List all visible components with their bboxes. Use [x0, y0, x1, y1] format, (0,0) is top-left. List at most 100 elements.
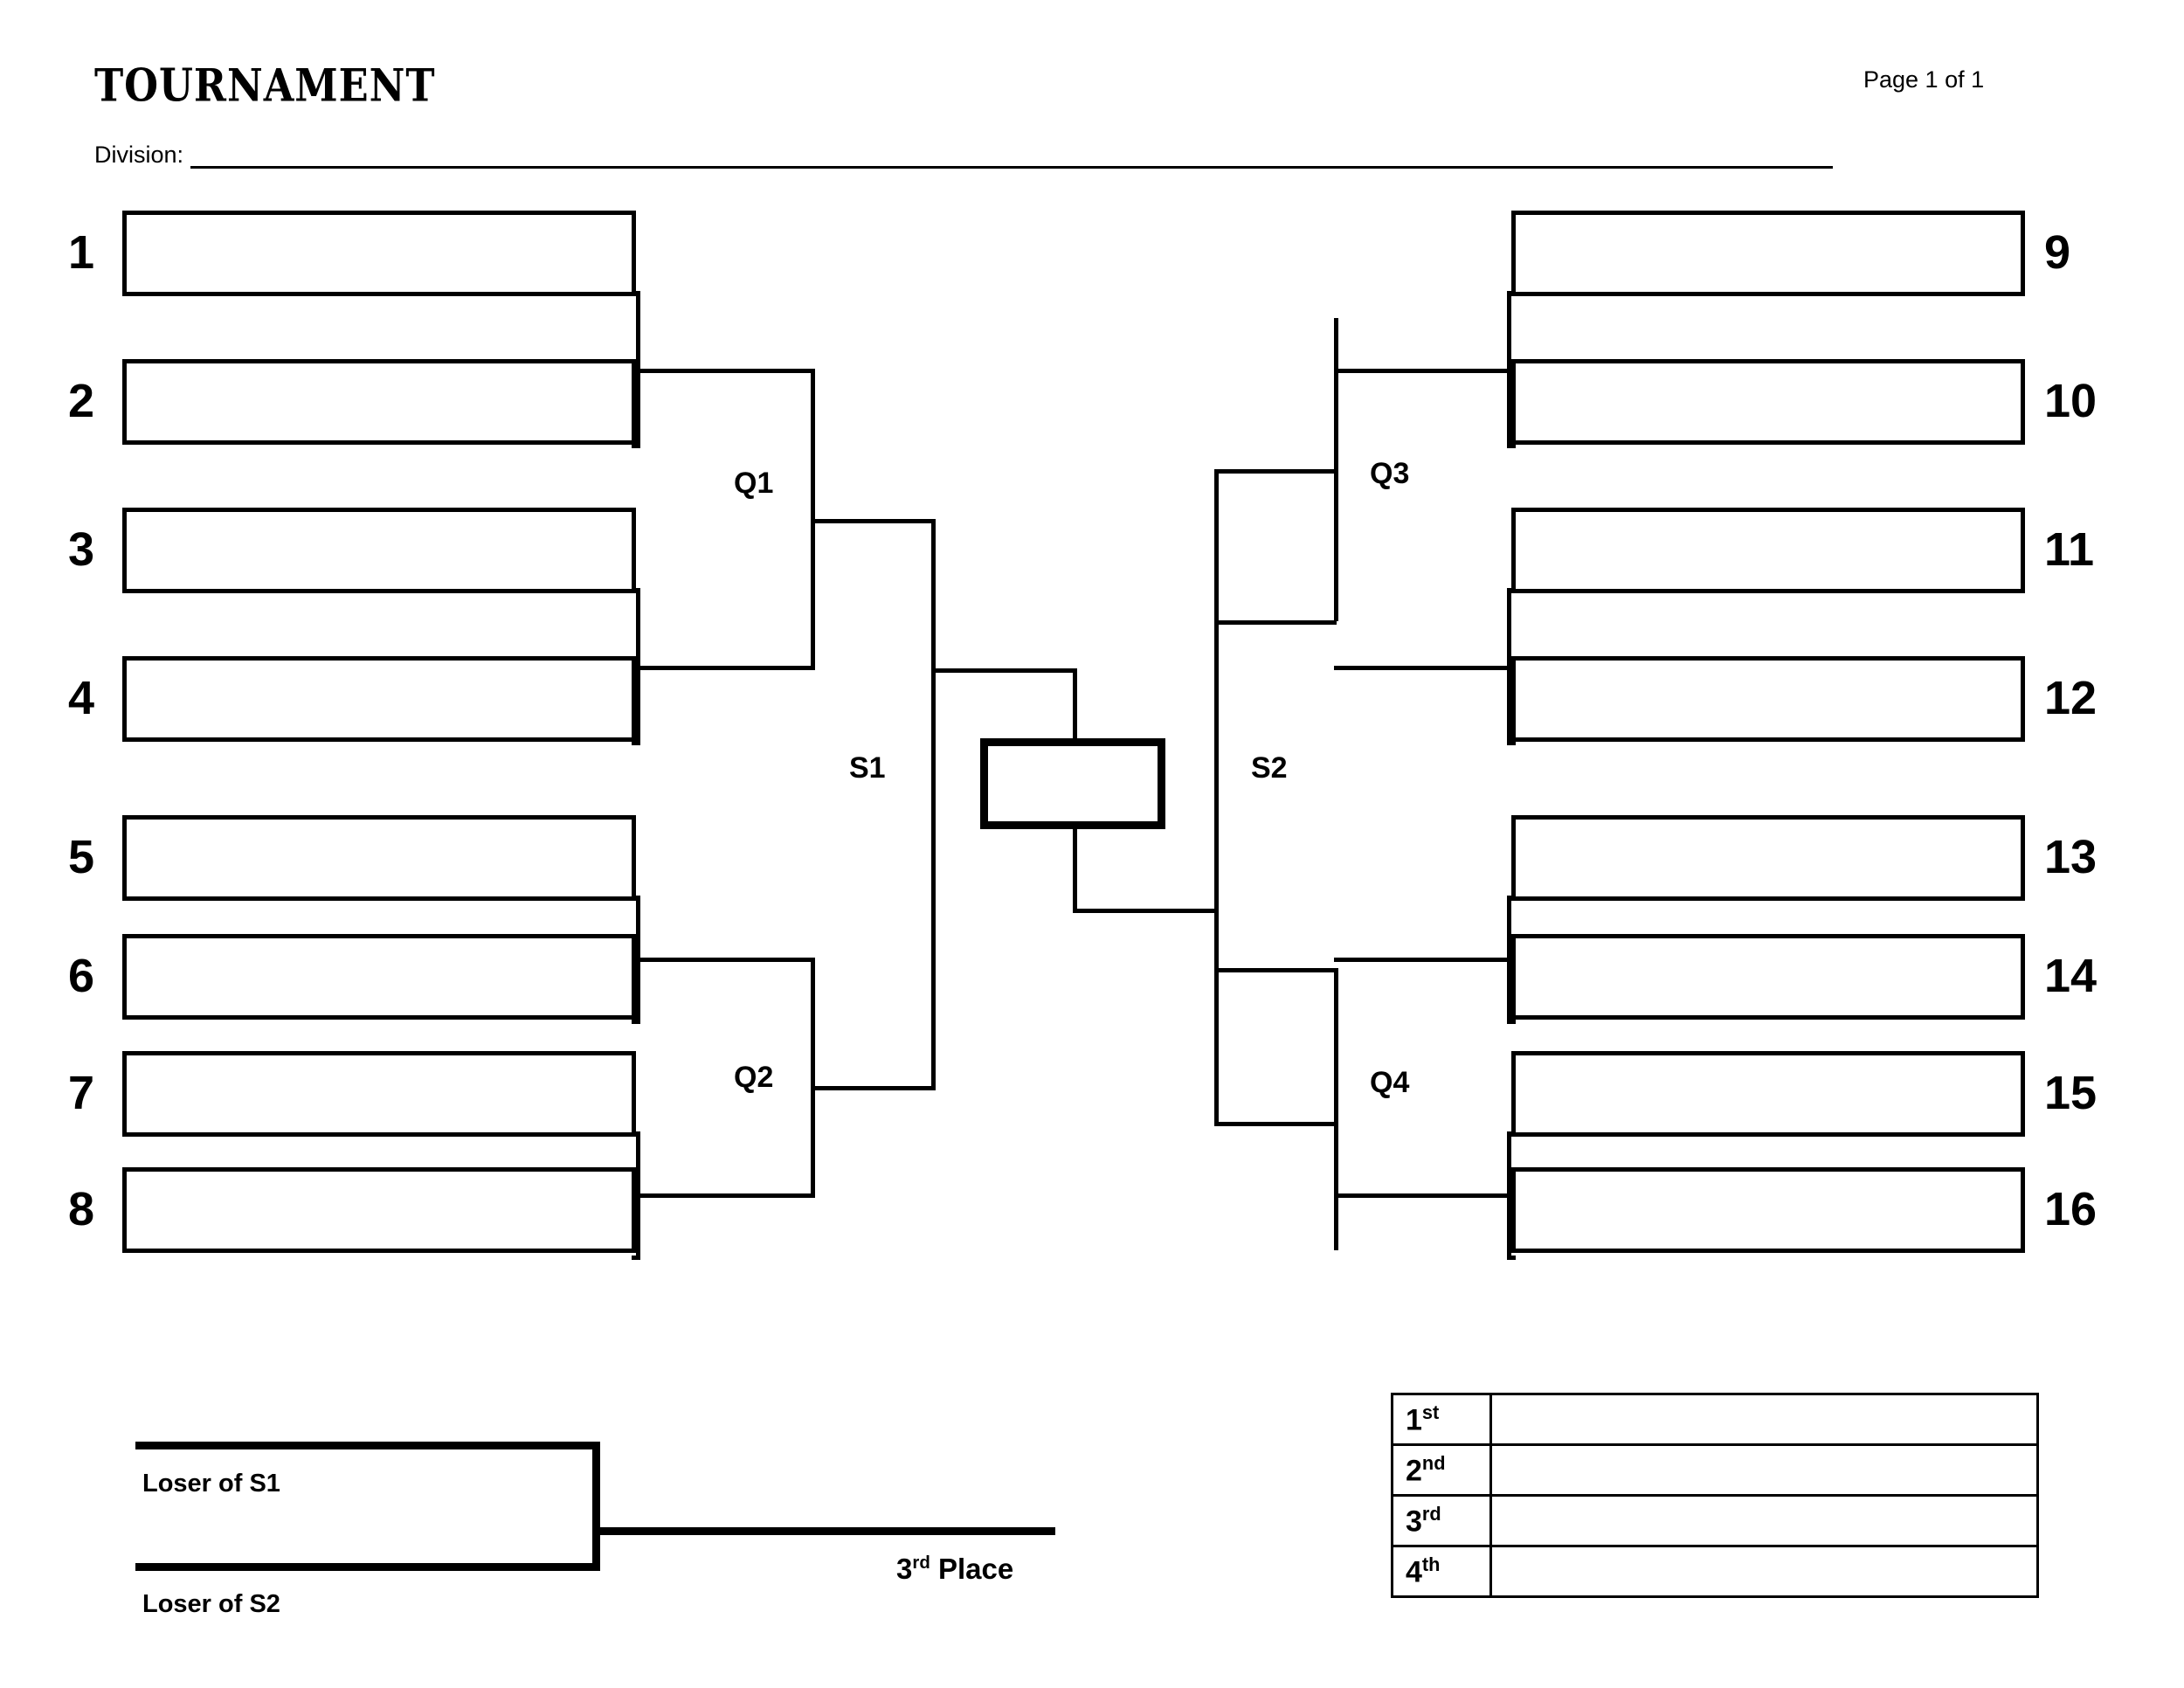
round-label-s1: S1 [849, 751, 886, 785]
connector-pair-7-8-out [636, 1193, 815, 1198]
slot-box-left-7[interactable] [122, 1051, 636, 1137]
seed-number-8: 8 [67, 1183, 95, 1235]
slot-box-right-15[interactable] [1511, 1051, 2025, 1137]
placement-rank-2-number: 2 [1406, 1454, 1422, 1488]
connector-q2-out [811, 1086, 936, 1090]
round-label-s2: S2 [1251, 751, 1288, 785]
consolation-top-label: Loser of S1 [142, 1470, 280, 1498]
placement-rank-1: 1st [1391, 1393, 1492, 1446]
seed-number-14: 14 [2044, 950, 2098, 1002]
third-place-number: 3 [896, 1553, 913, 1585]
slot-box-right-12[interactable] [1511, 656, 2025, 742]
placement-value-3[interactable] [1489, 1494, 2039, 1547]
consolation-top-line [135, 1442, 598, 1449]
table-row: 3rd [1391, 1494, 2039, 1547]
placement-rank-1-suffix: st [1421, 1401, 1440, 1423]
connector-pair-11-12-stub-bottom [1507, 741, 1516, 745]
connector-pair-7-8-stub-top [632, 1131, 640, 1136]
table-row: 4th [1391, 1545, 2039, 1598]
slot-box-right-13[interactable] [1511, 815, 2025, 901]
placement-rank-2-suffix: nd [1421, 1451, 1446, 1474]
third-place-label: 3rd Place [896, 1553, 1014, 1585]
third-place-suffix: rd [912, 1553, 930, 1573]
connector-pair-9-10-out [1334, 369, 1511, 373]
seed-number-16: 16 [2044, 1183, 2098, 1235]
slot-box-right-9[interactable] [1511, 211, 2025, 296]
third-place-text: Place [930, 1553, 1014, 1585]
connector-q4-in [1214, 1122, 1337, 1126]
connector-s1-out [931, 668, 1076, 673]
slot-box-left-6[interactable] [122, 934, 636, 1020]
round-label-q3: Q3 [1370, 457, 1410, 490]
slot-box-left-5[interactable] [122, 815, 636, 901]
placement-rank-4: 4th [1391, 1545, 1492, 1598]
connector-pair-1-2-out [636, 369, 815, 373]
page-title: TOURNAMENT [94, 59, 436, 112]
slot-box-left-1[interactable] [122, 211, 636, 296]
round-label-q1: Q1 [734, 467, 774, 500]
champion-box[interactable] [980, 738, 1165, 829]
table-row: 1st [1391, 1393, 2039, 1446]
consolation-join-vertical [592, 1442, 600, 1571]
placement-rank-4-number: 4 [1406, 1555, 1422, 1589]
connector-q3-low [1214, 620, 1337, 625]
connector-s2-vertical [1214, 469, 1219, 1122]
seed-number-6: 6 [67, 950, 95, 1002]
connector-pair-3-4-stub-bottom [632, 741, 640, 745]
connector-q2-vertical [811, 958, 815, 1198]
connector-pair-15-16-out [1334, 1193, 1511, 1198]
slot-box-left-2[interactable] [122, 359, 636, 445]
seed-number-1: 1 [67, 226, 95, 279]
seed-number-2: 2 [67, 375, 95, 427]
placement-value-4[interactable] [1489, 1545, 2039, 1598]
slot-box-right-11[interactable] [1511, 508, 2025, 593]
seed-number-15: 15 [2044, 1067, 2098, 1119]
connector-pair-1-2-stub-top [632, 291, 640, 295]
slot-box-left-4[interactable] [122, 656, 636, 742]
slot-box-left-3[interactable] [122, 508, 636, 593]
page-indicator: Page 1 of 1 [1863, 66, 1985, 93]
connector-pair-5-6-stub-bottom [632, 1020, 640, 1024]
connector-pair-3-4-out [636, 666, 815, 670]
connector-champion-feed-right [1073, 824, 1077, 911]
connector-pair-5-6-stub-top [632, 896, 640, 900]
seed-number-12: 12 [2044, 672, 2098, 724]
seed-number-9: 9 [2044, 226, 2071, 279]
slot-box-left-8[interactable] [122, 1167, 636, 1253]
connector-pair-15-16-stub-bottom [1507, 1256, 1516, 1260]
placement-rank-3-suffix: rd [1421, 1502, 1441, 1525]
connector-q4-vertical [1334, 968, 1338, 1250]
seed-number-7: 7 [67, 1067, 95, 1119]
connector-pair-5-6-out [636, 958, 815, 962]
slot-box-right-14[interactable] [1511, 934, 2025, 1020]
division-input-line[interactable] [190, 166, 1833, 169]
connector-champion-feed-left [1073, 668, 1077, 743]
placement-rank-2: 2nd [1391, 1443, 1492, 1497]
slot-box-right-10[interactable] [1511, 359, 2025, 445]
seed-number-5: 5 [67, 831, 95, 883]
placement-rank-4-suffix: th [1421, 1553, 1441, 1575]
seed-number-13: 13 [2044, 831, 2098, 883]
connector-s2-out [1073, 909, 1218, 913]
consolation-bottom-label: Loser of S2 [142, 1590, 280, 1618]
connector-pair-1-2-stub-bottom [632, 444, 640, 448]
seed-number-11: 11 [2044, 523, 2095, 576]
consolation-bottom-line [135, 1563, 598, 1571]
round-label-q4: Q4 [1370, 1066, 1410, 1099]
placement-value-2[interactable] [1489, 1443, 2039, 1497]
connector-pair-3-4-stub-top [632, 588, 640, 592]
connector-s1-vertical [931, 519, 936, 1090]
seed-number-10: 10 [2044, 375, 2098, 427]
connector-pair-9-10-stub-bottom [1507, 444, 1516, 448]
seed-number-3: 3 [67, 523, 95, 576]
table-row: 2nd [1391, 1443, 2039, 1497]
slot-box-right-16[interactable] [1511, 1167, 2025, 1253]
connector-q3-vertical [1334, 318, 1338, 621]
placement-rank-3: 3rd [1391, 1494, 1492, 1547]
connector-q4-high [1214, 968, 1337, 972]
connector-q3-in [1214, 469, 1337, 474]
connector-q1-out [811, 519, 936, 523]
round-label-q2: Q2 [734, 1061, 774, 1094]
placement-value-1[interactable] [1489, 1393, 2039, 1446]
